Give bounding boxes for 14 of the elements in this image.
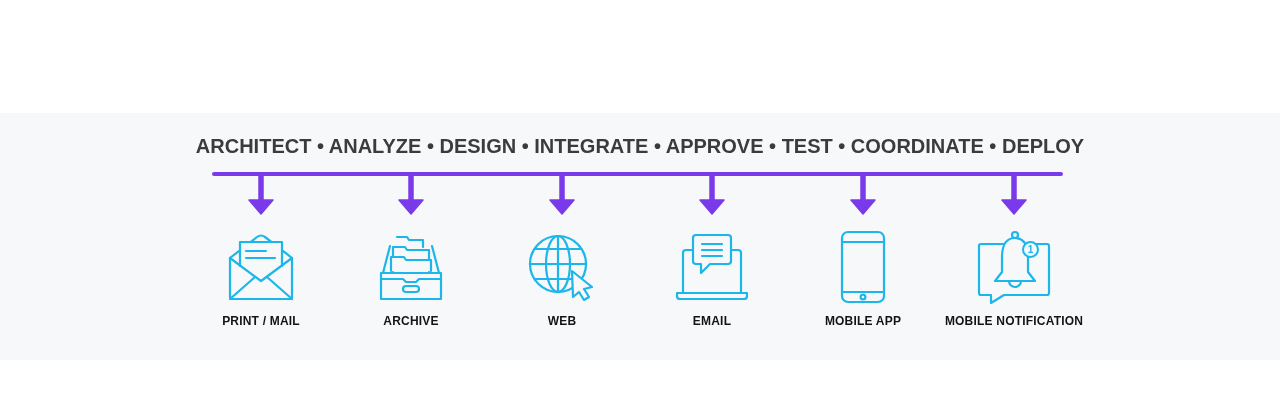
arrow	[248, 176, 274, 215]
arrow	[549, 176, 575, 215]
arrow	[398, 176, 424, 215]
channel-label: WEB	[547, 314, 577, 328]
channel-label: ARCHIVE	[383, 314, 439, 328]
channel-label: EMAIL	[692, 314, 732, 328]
arrow	[699, 176, 725, 215]
diagram-title: ARCHITECT • ANALYZE • DESIGN • INTEGRATE • APPROVE • TEST • COORDINATE • DEPLOY	[195, 134, 1085, 159]
channel-label: MOBILE NOTIFICATION	[944, 314, 1084, 328]
timeline-bar	[212, 172, 1063, 176]
arrow	[1001, 176, 1027, 215]
arrow	[850, 176, 876, 215]
channel-label: MOBILE APP	[824, 314, 902, 328]
channel-label: PRINT / MAIL	[222, 314, 300, 328]
